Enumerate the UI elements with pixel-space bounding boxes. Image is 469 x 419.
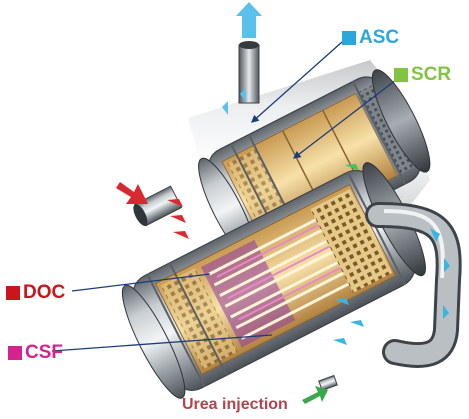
csf-pointer (51, 334, 273, 352)
connecting-pipe (365, 202, 462, 368)
scr-label-text: SCR (411, 64, 452, 85)
label-pointers (51, 41, 397, 352)
exhaust-outflow-arrows (222, 2, 262, 115)
tailpipe (238, 41, 260, 104)
doc-label-text: DOC (23, 282, 66, 303)
doc-pointer (71, 273, 211, 292)
scr-pointer (292, 79, 397, 159)
asc-pointer (251, 41, 343, 123)
asc-label-text: ASC (359, 27, 400, 48)
scr-color-swatch (394, 68, 408, 82)
urea-injection-nozzle (302, 374, 338, 404)
scr-label: SCR (394, 64, 451, 86)
csf-color-swatch (8, 346, 22, 360)
asc-color-swatch (342, 31, 356, 45)
doc-color-swatch (6, 286, 20, 300)
csf-label-text: CSF (25, 342, 63, 363)
urea-injection-label: Urea injection (182, 396, 288, 413)
exhaust-inflow-arrows (116, 182, 189, 239)
csf-label: CSF (8, 342, 63, 364)
asc-label: ASC (342, 27, 399, 49)
inlet-pipe (133, 185, 183, 227)
doc-label: DOC (6, 282, 65, 304)
